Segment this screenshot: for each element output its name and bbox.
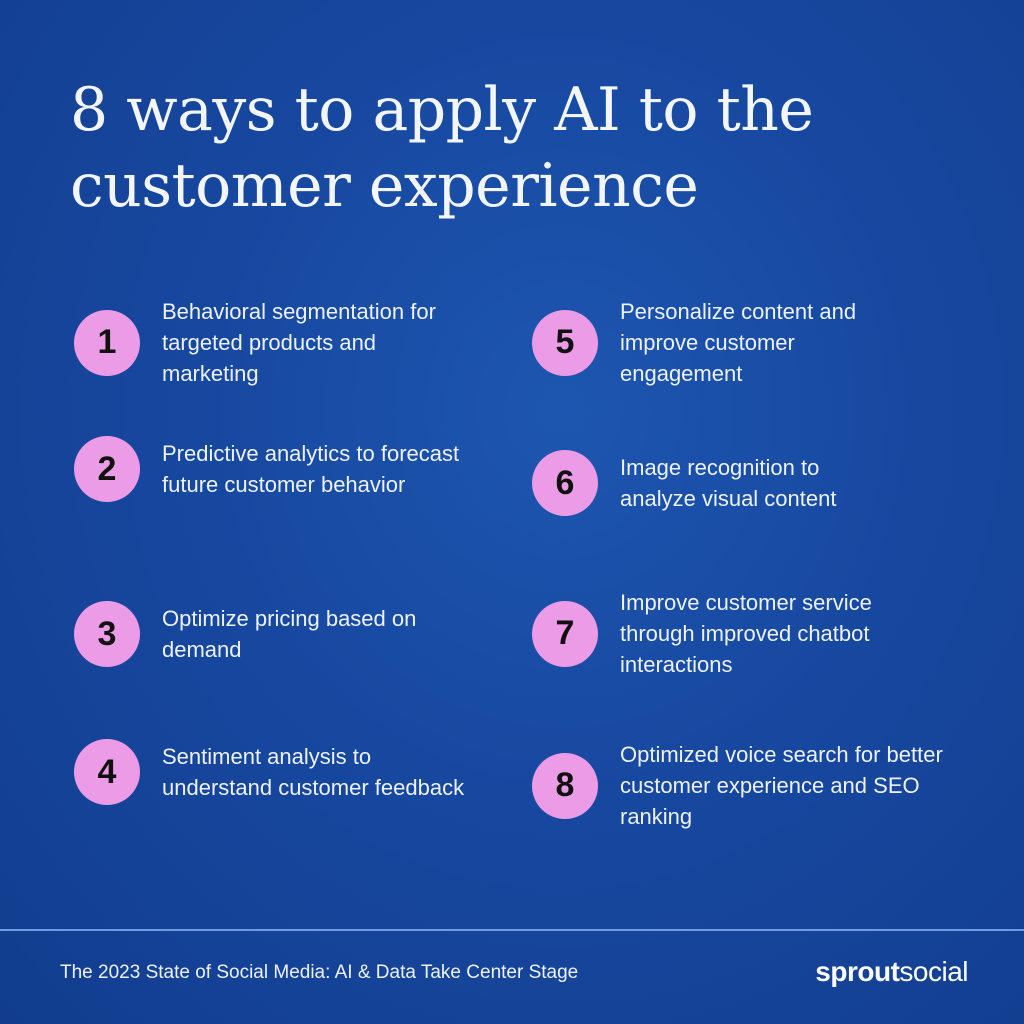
number-badge: 5	[532, 309, 598, 376]
list-item-2: 2 Predictive analytics to forecast futur…	[74, 436, 472, 502]
number-badge: 3	[74, 601, 140, 667]
title-line-1: 8 ways to apply AI to the	[70, 75, 814, 145]
list-item-8: 8 Optimized voice search for better cust…	[532, 739, 960, 832]
number-badge: 1	[74, 309, 140, 376]
item-text: Personalize content and improve customer…	[620, 299, 857, 386]
divider	[0, 929, 1024, 931]
item-text: Optimized voice search for better custom…	[620, 742, 943, 829]
item-text: Predictive analytics to forecast future …	[162, 441, 460, 497]
item-text: Image recognition to analyze visual cont…	[620, 455, 837, 511]
logo-bold: sprout	[815, 956, 900, 987]
logo-light: social	[899, 956, 968, 987]
sproutsocial-logo: sproutsocial	[815, 956, 968, 988]
number-badge: 2	[74, 436, 140, 502]
number-badge: 7	[532, 600, 598, 667]
list-item-3: 3 Optimize pricing based on demand	[74, 601, 472, 667]
item-text: Improve customer service through improve…	[620, 590, 872, 677]
number-badge: 4	[74, 739, 140, 805]
list-item-6: 6 Image recognition to analyze visual co…	[532, 450, 890, 516]
number-badge: 8	[532, 752, 598, 819]
list-item-7: 7 Improve customer service through impro…	[532, 587, 940, 680]
number-badge: 6	[532, 450, 598, 516]
list-item-1: 1 Behavioral segmentation for targeted p…	[74, 296, 472, 389]
list-item-4: 4 Sentiment analysis to understand custo…	[74, 739, 472, 805]
item-text: Optimize pricing based on demand	[162, 606, 417, 662]
item-text: Behavioral segmentation for targeted pro…	[162, 299, 436, 386]
item-text: Sentiment analysis to understand custome…	[162, 744, 465, 800]
list-item-5: 5 Personalize content and improve custom…	[532, 296, 890, 389]
page-title: 8 ways to apply AI to the customer exper…	[70, 72, 970, 224]
source-caption: The 2023 State of Social Media: AI & Dat…	[60, 962, 579, 983]
title-line-2: customer experience	[70, 151, 699, 221]
